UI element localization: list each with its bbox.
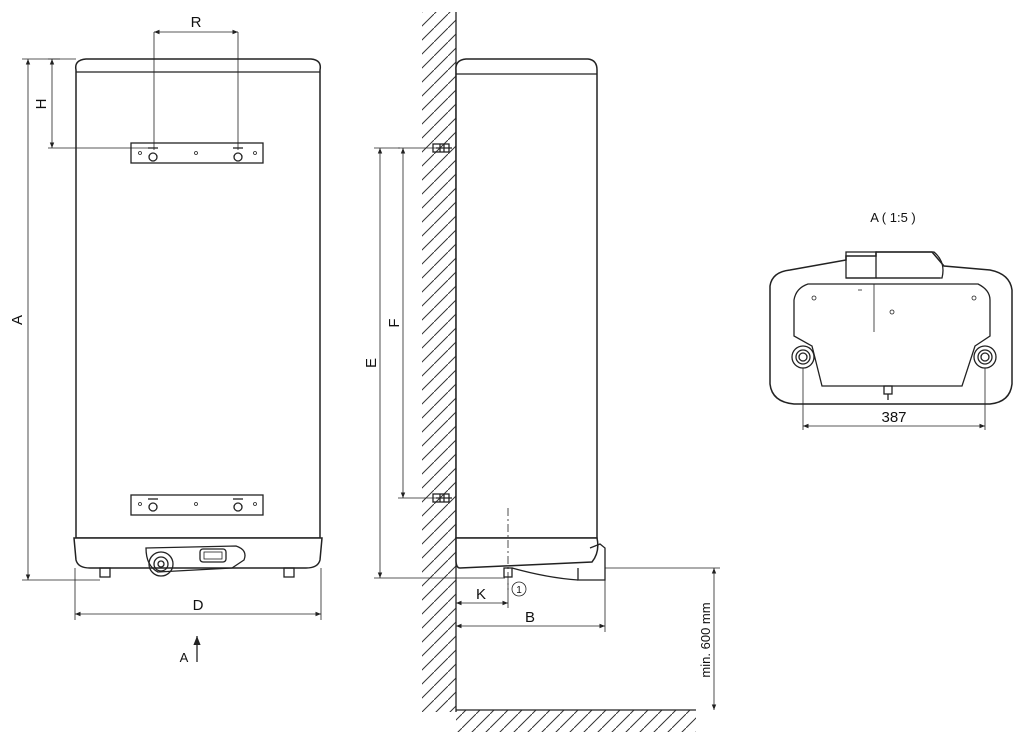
dimension-b-label: B (525, 609, 535, 626)
dimension-k: K 1 (456, 580, 527, 608)
upper-mounting-bracket (130, 142, 264, 164)
dimension-h-label: H (33, 99, 50, 110)
dimension-f: F (386, 147, 436, 499)
front-bottom-cap (73, 537, 323, 569)
view-arrow-a: A (180, 636, 201, 665)
dimension-f-label: F (386, 318, 403, 327)
side-tank-body (455, 58, 598, 539)
dimension-e-label: E (363, 358, 380, 368)
wall-hatching (422, 12, 456, 712)
clearance-dimension: min. 600 mm (605, 567, 720, 710)
detail-title: A ( 1:5 ) (870, 210, 916, 225)
front-view: R H A D A (9, 14, 323, 665)
dimension-k-label: K (476, 586, 486, 603)
dimension-a-label: A (9, 315, 26, 325)
dimension-b: B (456, 580, 606, 632)
dimension-r-label: R (191, 14, 202, 31)
dimension-387: 387 (802, 368, 986, 430)
detail-view-a: A ( 1:5 ) 387 (769, 210, 1013, 430)
detail-outline (769, 251, 1013, 405)
clearance-label: min. 600 mm (698, 602, 713, 677)
front-tank-body (74, 58, 322, 539)
control-panel (145, 545, 246, 577)
dimension-e: E (363, 147, 505, 579)
side-bottom-cap (455, 537, 599, 569)
dimension-d-label: D (193, 597, 204, 614)
dimension-r: R (153, 14, 239, 150)
floor-hatching (456, 710, 696, 732)
callout-1: 1 (516, 585, 522, 596)
dimension-d: D (74, 568, 322, 620)
lower-mounting-bracket (130, 494, 264, 516)
dimension-a: A (9, 58, 100, 581)
detail-dimension-label: 387 (881, 409, 906, 426)
side-view: F E K 1 B min. 600 mm (363, 12, 720, 732)
view-arrow-label: A (180, 650, 189, 665)
